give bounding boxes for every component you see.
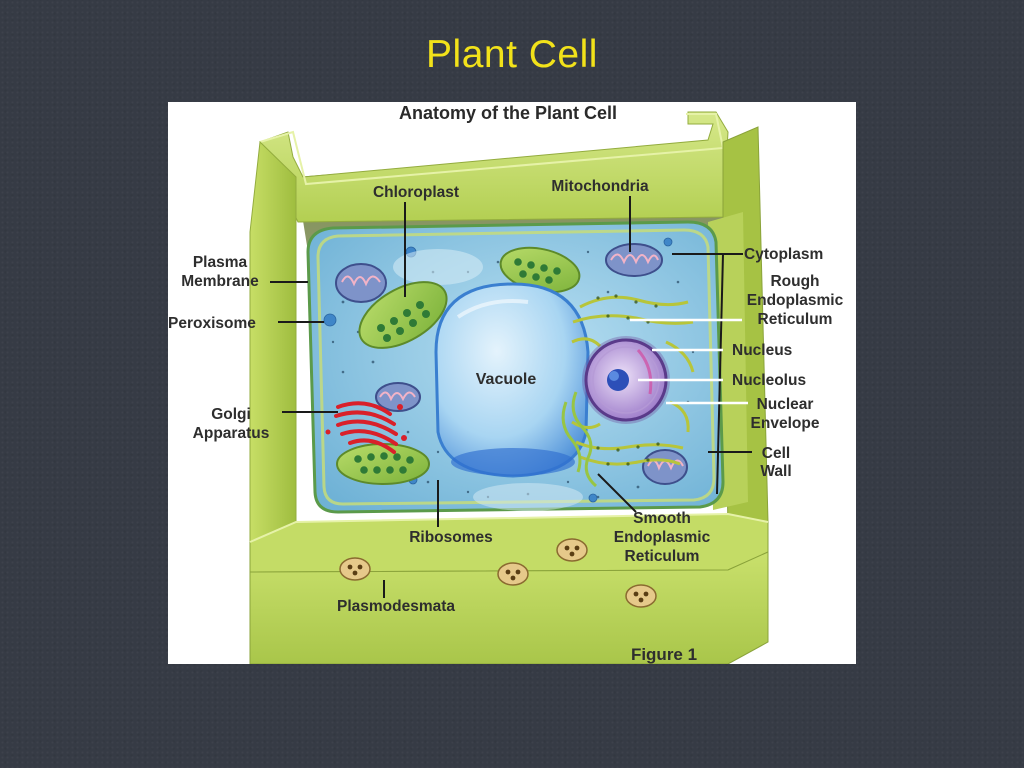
label-ribosomes: Ribosomes (409, 529, 493, 546)
figure-caption: Figure 1 (631, 645, 697, 664)
label-cytoplasm: Cytoplasm (744, 246, 823, 263)
label-nuclear-envelope-line1: Nuclear (757, 396, 814, 413)
label-rough-er-line2: Endoplasmic (747, 292, 844, 309)
label-peroxisome: Peroxisome (168, 315, 256, 332)
label-nucleolus: Nucleolus (732, 372, 806, 389)
mitochondrion-top (605, 243, 663, 277)
label-mitochondria: Mitochondria (551, 178, 649, 195)
label-plasma-membrane-line2: Membrane (181, 273, 259, 290)
label-cell-wall-line2: Wall (760, 463, 791, 480)
mitochondrion-right (642, 449, 688, 485)
label-chloroplast: Chloroplast (373, 184, 459, 201)
golgi-apparatus (325, 401, 407, 454)
label-golgi-line1: Golgi (211, 406, 251, 423)
figure-heading: Anatomy of the Plant Cell (399, 103, 617, 123)
chloroplast-left (358, 281, 448, 349)
nucleus (582, 336, 670, 424)
label-nucleus: Nucleus (732, 342, 792, 359)
smooth-er (561, 391, 598, 488)
label-smooth-er-line2: Endoplasmic (614, 529, 711, 546)
plant-cell-diagram: Anatomy of the Plant Cell Chloroplast Mi… (168, 102, 856, 664)
label-nuclear-envelope-line2: Envelope (751, 415, 820, 432)
label-smooth-er-line3: Reticulum (625, 548, 700, 565)
label-cell-wall-line1: Cell (762, 445, 790, 462)
label-vacuole: Vacuole (476, 371, 537, 388)
label-plasma-membrane-line1: Plasma (193, 254, 248, 271)
chloroplast-bottom (336, 443, 430, 485)
label-smooth-er-line1: Smooth (633, 510, 691, 527)
plasmodesmata-group (339, 538, 657, 608)
mitochondrion-mid (375, 382, 421, 412)
label-golgi-line2: Apparatus (193, 425, 270, 442)
label-rough-er-line1: Rough (770, 273, 819, 290)
mitochondrion-left (335, 263, 387, 303)
plant-cell-illustration: Anatomy of the Plant Cell Chloroplast Mi… (168, 103, 844, 664)
slide-title: Plant Cell (426, 33, 598, 76)
label-plasmodesmata: Plasmodesmata (337, 598, 455, 615)
label-leader-lines (270, 196, 752, 598)
vacuole (434, 282, 590, 478)
label-rough-er-line3: Reticulum (758, 311, 833, 328)
